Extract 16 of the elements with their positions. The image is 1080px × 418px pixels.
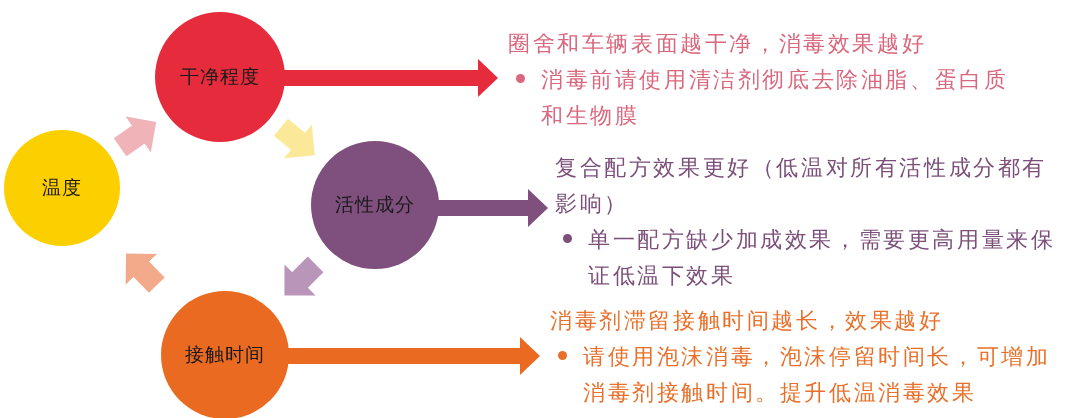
arrow	[125, 253, 165, 293]
bullet-text: 消毒前请使用清洁剂彻底去除油脂、蛋白质和生物膜	[541, 66, 1010, 130]
heading-text: 消毒剂滞留接触时间越长，效果越好	[550, 307, 945, 335]
arrow	[113, 116, 157, 157]
node-label: 接触时间	[185, 342, 265, 367]
arrow	[273, 118, 315, 159]
heading-text: 复合配方效果更好（低温对所有活性成分都有影响）	[555, 154, 1048, 218]
bullet-text: 请使用泡沫消毒，泡沫停留时间长，可增加消毒剂接触时间。提升低温消毒效果	[583, 343, 1052, 407]
node-label: 温度	[42, 175, 82, 200]
arrow	[287, 337, 540, 375]
node-label: 干净程度	[180, 64, 260, 89]
arrow	[284, 256, 324, 296]
heading-text: 圈舍和车辆表面越干净，消毒效果越好	[508, 30, 928, 58]
arrow	[437, 189, 548, 227]
bullet-text: 单一配方缺少加成效果，需要更高用量来保证低温下效果	[588, 226, 1057, 290]
node-label: 活性成分	[335, 192, 415, 217]
